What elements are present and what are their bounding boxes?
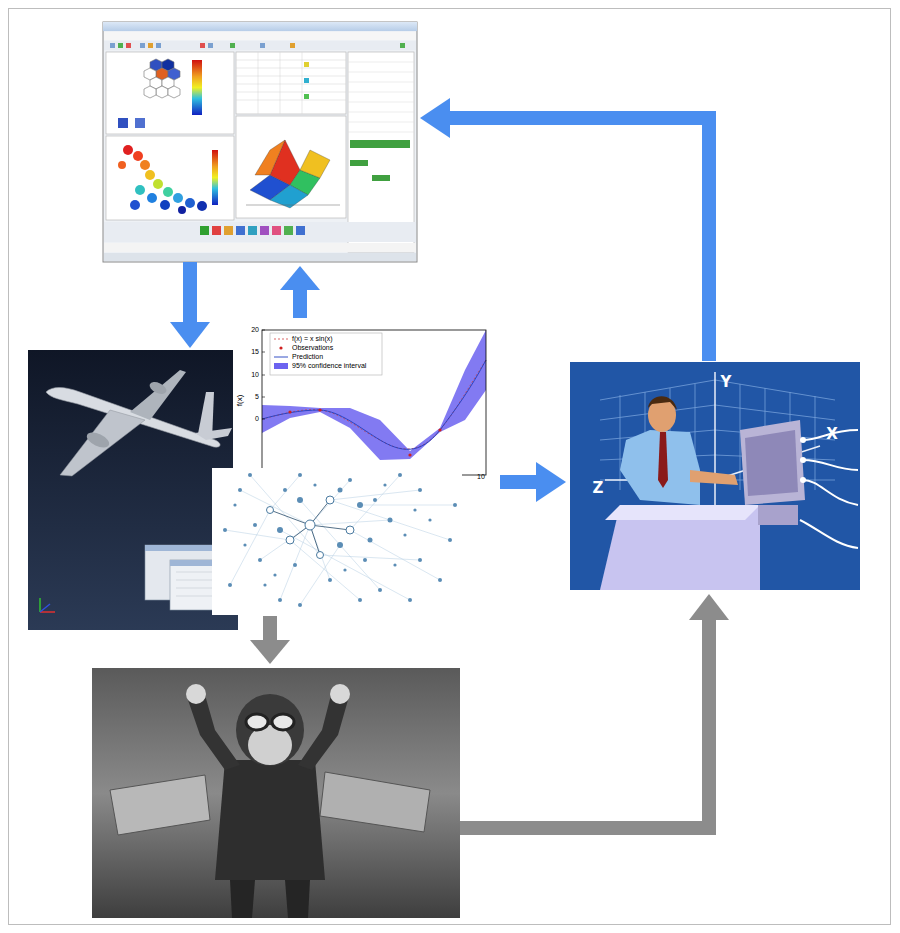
axis-title: f(x) [237, 394, 246, 406]
tick-label: 15 [251, 348, 259, 356]
axis-letter: X [826, 426, 838, 443]
legend-text: f(x) = x sin(x) [292, 335, 333, 343]
software-screenshot [103, 22, 417, 262]
regression-plot [233, 325, 489, 475]
legend-text: 95% confidence interval [292, 362, 366, 370]
tick-label: 5 [255, 393, 259, 401]
tick-label: 10 [477, 473, 485, 481]
network-graph [212, 468, 462, 615]
tick-label: 10 [251, 371, 259, 379]
axis-letter: Y [721, 374, 732, 391]
axis-letter: Z [593, 480, 604, 497]
engineer-clipart [570, 362, 860, 590]
tick-label: 0 [255, 415, 259, 423]
frame [9, 9, 891, 925]
legend-text: Observations [292, 344, 333, 352]
legend-swatch [274, 363, 288, 369]
flow-arrows [170, 98, 729, 835]
airplane-render [28, 350, 238, 630]
tick-label: 20 [251, 326, 259, 334]
legend-text: Prediction [292, 353, 323, 361]
boy-photo [92, 668, 460, 918]
